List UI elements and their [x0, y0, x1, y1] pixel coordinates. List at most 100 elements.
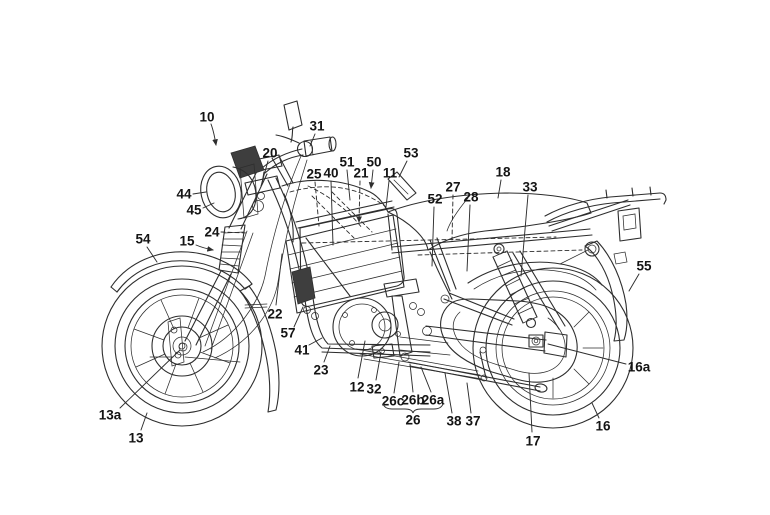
ref-label-16: 16: [595, 419, 611, 434]
leader-28: [466, 204, 471, 272]
leader-26c: [393, 361, 400, 394]
front-cable-1: [202, 155, 302, 353]
leader-24: [220, 231, 248, 234]
ref-label-28: 28: [463, 190, 479, 205]
rear-wheel: [440, 267, 634, 429]
leader-12: [357, 340, 366, 379]
ref-label-20: 20: [262, 146, 277, 161]
ref-label-21: 21: [353, 166, 369, 181]
ref-label-26: 26: [405, 413, 421, 428]
leader-13: [140, 412, 148, 431]
ref-label-52: 52: [427, 192, 442, 207]
ref-label-10: 10: [199, 110, 214, 125]
lower-triple-clamp: [244, 175, 281, 196]
leader-27: [451, 194, 454, 241]
headlight: [200, 163, 265, 220]
battery-box: [285, 200, 425, 320]
ref-label-15: 15: [179, 234, 195, 249]
leader-33: [520, 194, 529, 277]
leader-52: [431, 206, 435, 267]
ref-label-41: 41: [294, 343, 310, 358]
leader-16a: [547, 343, 627, 365]
axle-plate: [543, 331, 568, 358]
leader-26b: [409, 363, 414, 393]
ref-label-27: 27: [445, 180, 460, 195]
battery-rail-outer: [295, 200, 393, 223]
bracket-bar: [387, 171, 417, 201]
rear-fender-flap: [584, 240, 628, 342]
leader-22: [275, 253, 283, 306]
ref-label-26a: 26a: [422, 393, 445, 408]
leader-37: [466, 382, 472, 414]
leader-10: [210, 123, 218, 146]
front-fork: [178, 154, 294, 352]
ref-label-23: 23: [313, 363, 329, 378]
leader-51: [346, 169, 351, 201]
ref-label-11: 11: [383, 166, 398, 181]
side-stand: [407, 361, 541, 388]
leader-41: [308, 337, 323, 346]
swingarm: [399, 325, 568, 358]
ref-label-53: 53: [403, 146, 419, 161]
ref-label-33: 33: [522, 180, 538, 195]
ref-label-55: 55: [636, 259, 652, 274]
leader-32: [375, 351, 382, 381]
hidden-lines: [289, 185, 583, 256]
side-cover-edge: [429, 251, 453, 300]
ref-label-12: 12: [349, 380, 364, 395]
battery-mount-bracket: [291, 266, 316, 305]
mirror-head: [283, 100, 303, 131]
ref-label-26c: 26c: [382, 394, 405, 409]
leader-38: [444, 372, 453, 414]
ref-label-18: 18: [495, 165, 511, 180]
ref-label-54: 54: [135, 232, 151, 247]
leader-13a: [119, 349, 181, 409]
leader-11: [385, 180, 390, 208]
front-spokes: [133, 297, 231, 395]
ref-label-22: 22: [267, 307, 282, 322]
tail-plate: [617, 207, 642, 242]
ref-label-26b: 26b: [401, 393, 424, 408]
rear-axle-bolt: [528, 334, 544, 348]
leader-17: [528, 372, 533, 433]
leader-20: [260, 160, 269, 187]
leader-50: [368, 169, 375, 189]
leader-23: [323, 345, 331, 363]
ref-label-31: 31: [309, 119, 325, 134]
throttle-grip: [303, 136, 333, 157]
brake-lever: [275, 134, 300, 144]
leader-45: [202, 202, 215, 209]
leader-31: [309, 133, 316, 147]
instrument-cluster: [230, 145, 265, 179]
leader-15: [195, 244, 214, 252]
motor-mount-plate: [383, 278, 420, 298]
ref-label-44: 44: [176, 187, 192, 202]
ref-label-17: 17: [525, 434, 540, 449]
ref-label-13: 13: [128, 431, 144, 446]
label-26-brace: [382, 403, 444, 414]
front-wheel: [101, 265, 263, 427]
leader-18: [497, 179, 502, 199]
leader-26a: [420, 366, 432, 393]
ref-label-45: 45: [186, 203, 202, 218]
front-cable-2: [214, 159, 308, 359]
ref-label-32: 32: [366, 382, 381, 397]
leader-44: [192, 191, 207, 195]
battery-guard-rail: [299, 208, 405, 307]
front-fender-flap: [239, 285, 280, 413]
leader-54: [146, 246, 158, 263]
ref-label-25: 25: [306, 167, 322, 182]
front-fender: [110, 251, 280, 413]
ref-label-24: 24: [204, 225, 220, 240]
leader-21: [356, 180, 362, 223]
rear-fender: [467, 240, 628, 342]
pivot-bracket: [391, 295, 413, 357]
leader-55: [628, 273, 640, 292]
ref-label-16a: 16a: [628, 360, 651, 375]
ref-label-13a: 13a: [99, 408, 122, 423]
ref-label-51: 51: [339, 155, 355, 170]
leader-57: [293, 306, 304, 328]
ref-label-40: 40: [323, 166, 338, 181]
